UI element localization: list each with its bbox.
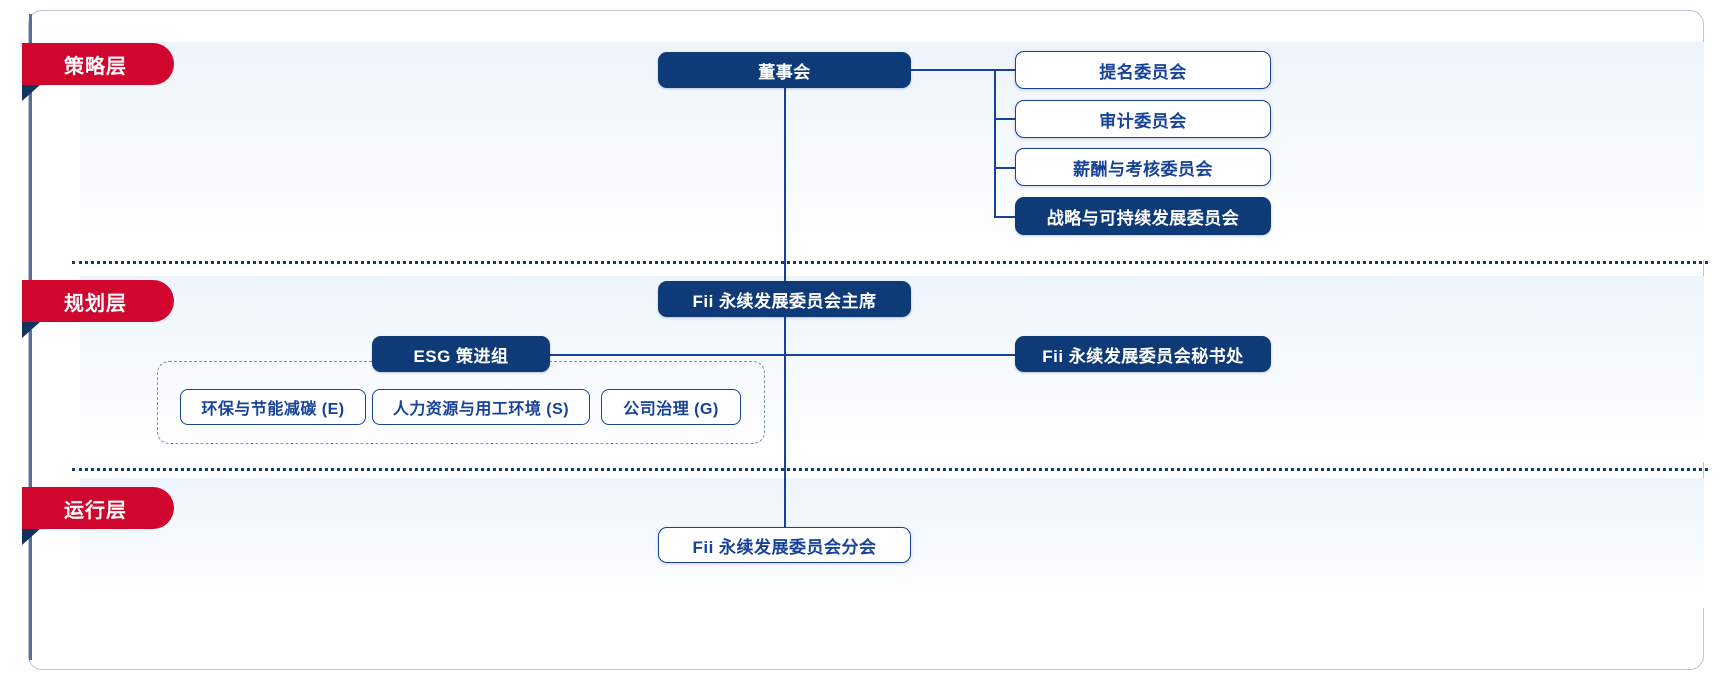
node-sustainability-secretariat[interactable]: Fii 永续发展委员会秘书处 <box>1015 336 1271 372</box>
layer-tag-strategy-label: 策略层 <box>64 55 127 78</box>
connector-chair-to-esg-group <box>550 354 784 356</box>
layer-tag-planning-label: 规划层 <box>64 292 127 315</box>
layer-tag-operation: 运行层 <box>22 487 174 545</box>
connector-committee-trunk <box>994 69 996 216</box>
node-esg-topic-environment[interactable]: 环保与节能减碳 (E) <box>180 389 366 425</box>
node-strategy-sustainability-committee-label: 战略与可持续发展委员会 <box>1046 208 1240 228</box>
layer-tag-fold-icon <box>22 529 40 545</box>
node-remuneration-committee-label: 薪酬与考核委员会 <box>1073 159 1213 179</box>
layer-separator-2 <box>72 468 1708 471</box>
node-esg-topic-environment-label: 环保与节能减碳 (E) <box>201 401 345 418</box>
node-esg-topic-governance[interactable]: 公司治理 (G) <box>601 389 741 425</box>
layer-tag-operation-label: 运行层 <box>64 499 127 522</box>
node-esg-topic-governance-label: 公司治理 (G) <box>623 401 719 418</box>
node-board-of-directors[interactable]: 董事会 <box>658 52 911 88</box>
connector-board-to-chair <box>784 88 786 281</box>
connector-chair-to-branch <box>784 317 786 527</box>
node-sustainability-chair-label: Fii 永续发展委员会主席 <box>692 291 877 311</box>
node-remuneration-committee[interactable]: 薪酬与考核委员会 <box>1015 148 1271 186</box>
node-sustainability-chair[interactable]: Fii 永续发展委员会主席 <box>658 281 911 317</box>
layer-tag-strategy: 策略层 <box>22 43 174 101</box>
node-esg-working-group-label: ESG 策进组 <box>413 346 509 366</box>
layer-tag-planning: 规划层 <box>22 280 174 338</box>
connector-board-to-trunk <box>911 69 1015 71</box>
connector-branch-committee-4 <box>994 216 1015 218</box>
node-audit-committee[interactable]: 审计委员会 <box>1015 100 1271 138</box>
layer-tag-fold-icon <box>22 85 40 101</box>
node-esg-topic-social[interactable]: 人力资源与用工环境 (S) <box>372 389 590 425</box>
node-board-of-directors-label: 董事会 <box>758 62 811 82</box>
node-esg-topic-social-label: 人力资源与用工环境 (S) <box>392 401 570 418</box>
node-nomination-committee[interactable]: 提名委员会 <box>1015 51 1271 89</box>
node-sustainability-branch-label: Fii 永续发展委员会分会 <box>692 537 877 557</box>
connector-branch-committee-1 <box>994 69 1015 71</box>
connector-branch-committee-2 <box>994 118 1015 120</box>
layer-separator-1 <box>72 261 1708 264</box>
left-spine-upper <box>29 14 32 324</box>
connector-chair-to-secretariat <box>784 354 1015 356</box>
connector-branch-committee-3 <box>994 167 1015 169</box>
node-strategy-sustainability-committee[interactable]: 战略与可持续发展委员会 <box>1015 197 1271 235</box>
layer-tag-fold-icon <box>22 322 40 338</box>
node-audit-committee-label: 审计委员会 <box>1099 111 1187 131</box>
node-nomination-committee-label: 提名委员会 <box>1099 62 1187 82</box>
node-esg-working-group[interactable]: ESG 策进组 <box>372 336 550 372</box>
node-sustainability-secretariat-label: Fii 永续发展委员会秘书处 <box>1042 346 1244 366</box>
node-sustainability-branch[interactable]: Fii 永续发展委员会分会 <box>658 527 911 563</box>
